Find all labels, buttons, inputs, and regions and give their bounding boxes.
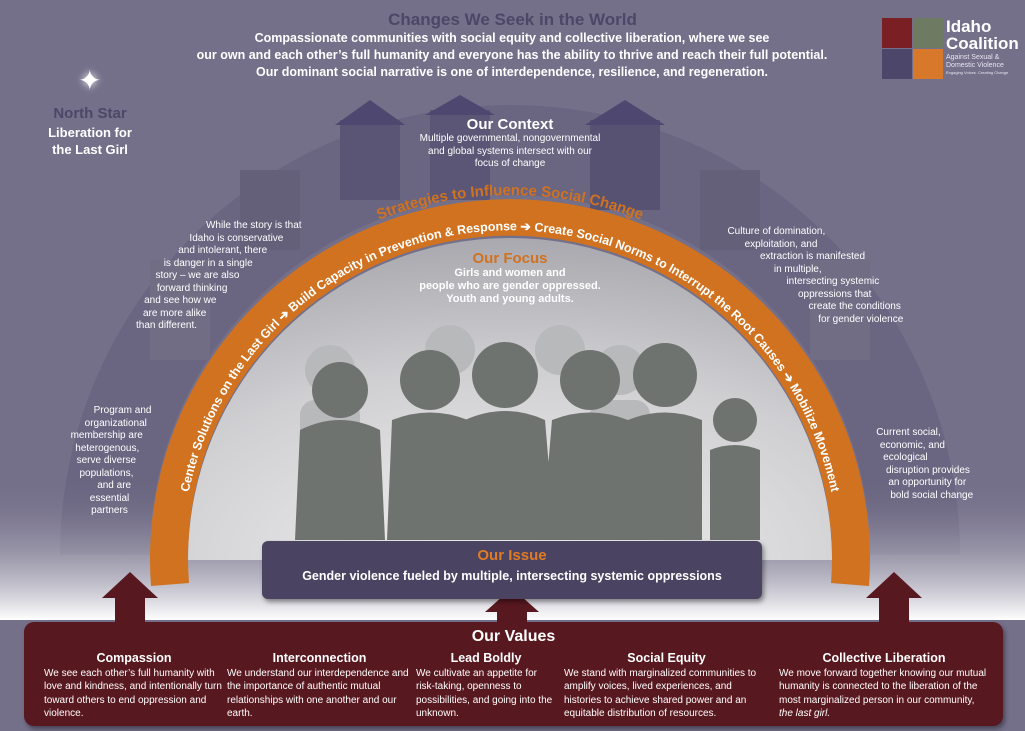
north-star-title: North Star: [53, 105, 127, 122]
issue-box: Our Issue Gender violence fueled by mult…: [262, 541, 762, 599]
side-note-line: create the conditions: [808, 301, 901, 312]
side-note-line: story – we are also: [155, 270, 240, 281]
focus-line: people who are gender oppressed.: [419, 280, 601, 292]
side-note-line: is danger in a single: [163, 257, 253, 269]
changes-line: our own and each other’s full humanity a…: [196, 48, 828, 62]
value-name: Lead Boldly: [450, 651, 522, 665]
side-note-line: disruption provides: [885, 464, 970, 476]
side-note-line: While the story is that: [205, 220, 302, 231]
focus-line: Girls and women and: [454, 267, 566, 279]
logo-title: Coalition: [946, 34, 1019, 53]
value-text: We move forward together knowing our mut…: [779, 667, 989, 721]
context-section: Our Context Multiple governmental, nongo…: [380, 116, 640, 171]
side-note-line: forward thinking: [156, 282, 228, 294]
value-collective-liberation: Collective Liberation We move forward tog…: [779, 651, 989, 721]
logo-tagline: Engaging Voices. Creating Change: [946, 70, 1009, 75]
value-name: Compassion: [96, 651, 172, 665]
side-note-line: and intolerant, there: [178, 245, 268, 256]
value-name: Social Equity: [627, 651, 706, 665]
arrow-right: [866, 572, 922, 622]
houses: [60, 95, 960, 555]
issue-text: Gender violence fueled by multiple, inte…: [302, 569, 722, 583]
side-note-line: populations,: [79, 467, 134, 479]
value-name: Interconnection: [272, 651, 367, 665]
changes-line: Our dominant social narrative is one of …: [256, 65, 768, 79]
context-text: Multiple governmental, nongovernmental a…: [380, 133, 640, 171]
side-note-line: partners: [91, 505, 128, 516]
side-note-line: in multiple,: [773, 263, 822, 275]
north-star-icon: ✦: [78, 65, 102, 96]
value-lead-boldly: Lead Boldly We cultivate an appetite for …: [416, 651, 556, 721]
north-star-subtitle: Liberation for the Last Girl: [30, 124, 150, 158]
focus-section: Our Focus Girls and women and people who…: [380, 250, 640, 306]
side-note-line: an opportunity for: [888, 477, 967, 488]
value-interconnection: Interconnection We understand our interde…: [227, 651, 412, 721]
arrow-left: [102, 572, 158, 622]
focus-title: Our Focus: [472, 250, 548, 267]
value-text: We stand with marginalized communities t…: [564, 667, 757, 720]
side-note-line: Program and: [93, 405, 152, 416]
logo-title: Idaho: [946, 17, 992, 36]
side-note-line: intersecting systemic: [786, 276, 880, 287]
side-note-line: than different.: [136, 320, 198, 331]
side-note-line: serve diverse: [76, 455, 137, 466]
values-box: Our Values Compassion We see each other’s…: [24, 622, 1003, 726]
north-star-line: Liberation for: [48, 125, 132, 140]
context-line: focus of change: [474, 158, 546, 169]
side-note-line: exploitation, and: [744, 238, 818, 250]
value-text: We understand our interdependence and th…: [227, 667, 409, 720]
value-social-equity: Social Equity We stand with marginalized …: [564, 651, 769, 721]
side-note-line: Idaho is conservative: [189, 232, 284, 244]
logo-sub: Against Sexual &: [946, 54, 1000, 61]
side-note-line: are more alike: [142, 307, 207, 319]
value-text: We cultivate an appetite for risk-taking…: [416, 667, 553, 720]
side-note-line: economic, and: [879, 439, 945, 451]
value-text-main: We move forward together knowing our mut…: [779, 667, 987, 706]
figures: [295, 325, 760, 540]
focus-text: Girls and women and people who are gende…: [380, 267, 640, 306]
up-arrows: [102, 572, 922, 622]
side-note-line: extraction is manifested: [759, 251, 866, 262]
context-title: Our Context: [466, 116, 554, 133]
value-compassion: Compassion We see each other’s full human…: [44, 651, 224, 721]
side-note-line: ecological: [883, 452, 928, 463]
side-note-line: membership are: [70, 430, 143, 441]
side-note-line: organizational: [84, 417, 147, 429]
side-note-line: for gender violence: [818, 313, 904, 325]
side-note-line: essential: [89, 492, 130, 504]
side-note-line: and are: [97, 480, 132, 491]
values-title: Our Values: [471, 628, 556, 645]
context-line: and global systems intersect with our: [428, 145, 592, 157]
side-note-line: Current social,: [876, 427, 941, 438]
side-note-line: bold social change: [890, 489, 974, 501]
value-name: Collective Liberation: [822, 651, 946, 665]
north-star-line: the Last Girl: [52, 142, 128, 157]
focus-line: Youth and young adults.: [446, 293, 574, 305]
logo-sub: Domestic Violence: [946, 62, 1004, 69]
side-note-line: heterogenous,: [75, 442, 140, 454]
side-note-line: Culture of domination,: [727, 226, 826, 237]
changes-line: Compassionate communities with social eq…: [254, 31, 770, 45]
changes-description: Compassionate communities with social eq…: [62, 30, 962, 81]
value-text-italic: the last girl.: [779, 708, 831, 719]
side-note-line: oppressions that: [797, 288, 872, 300]
arrow-center: [485, 588, 539, 622]
value-text: We see each other’s full humanity with l…: [44, 667, 222, 720]
issue-title: Our Issue: [477, 547, 547, 564]
context-line: Multiple governmental, nongovernmental: [419, 133, 601, 144]
side-note-line: and see how we: [144, 295, 217, 306]
changes-title: Changes We Seek in the World: [388, 10, 637, 29]
